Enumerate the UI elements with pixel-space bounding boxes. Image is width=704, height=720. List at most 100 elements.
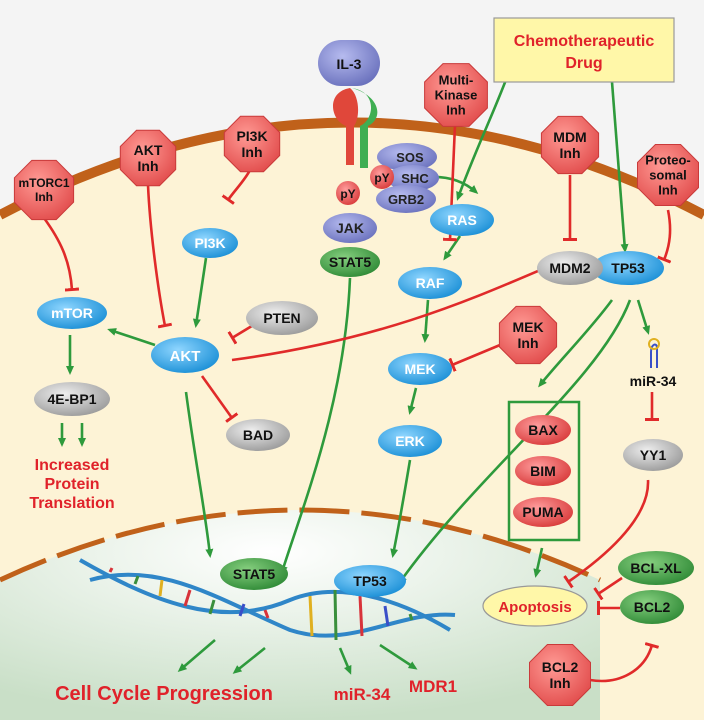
pten-label: PTEN <box>263 310 300 326</box>
mir34-output-label: miR-34 <box>334 685 391 704</box>
multikinase-inhibitor-label-line1: Multi- <box>439 73 474 88</box>
il3-label: IL-3 <box>337 56 362 72</box>
erk-label: ERK <box>395 433 425 449</box>
translation-label-line1: Increased <box>35 457 110 474</box>
grb2-label: GRB2 <box>388 192 424 207</box>
arrow-cellcycle-1 <box>177 639 216 672</box>
arrow-mdr1-out <box>379 643 418 670</box>
translation-label-line2: Protein <box>44 476 99 493</box>
proteosomal-inhibitor-label-line2: somal <box>649 168 687 183</box>
mdm-inhibitor <box>540 115 600 175</box>
multikinase-inhibitor-label-line2: Kinase <box>435 88 478 103</box>
proteosomal-inhibitor-label-line1: Proteo- <box>645 153 691 168</box>
py-node-1 <box>336 181 360 205</box>
stat5-node <box>320 247 380 277</box>
arrow-drug-tp53 <box>610 81 629 253</box>
bclxl-label: BCL-XL <box>630 560 682 576</box>
arrow-erk-tp53-nucleus <box>390 459 412 558</box>
inhibitor-group: mTORC1InhAKTInhPI3KInhMulti-KinaseInhMDM… <box>13 63 699 706</box>
inhibit-proteosomal-tp53 <box>657 209 672 264</box>
arrow-tp53-mir34 <box>636 299 651 335</box>
apoptosis-node <box>482 585 588 627</box>
mtor-node <box>37 297 107 329</box>
bcl2-node <box>620 590 684 624</box>
raf-label: RAF <box>416 275 445 291</box>
mtorc1-inhibitor <box>13 159 75 221</box>
mek-inhibitor-label-line1: MEK <box>512 319 543 335</box>
proteosomal-inhibitor <box>637 144 699 206</box>
receptor-chain-green <box>352 88 378 168</box>
4ebp1-node <box>34 382 110 416</box>
translation-label-line3: Translation <box>29 495 114 512</box>
bad-label: BAD <box>243 427 273 443</box>
receptor-chain-red <box>333 88 359 165</box>
yy1-label: YY1 <box>640 447 667 463</box>
akt-inhibitor-label-line1: AKT <box>134 142 163 158</box>
arrow-mir34-out <box>338 647 352 675</box>
nuclear-membrane <box>0 507 602 583</box>
multikinase-inhibitor-label-line3: Inh <box>446 103 466 118</box>
mtorc1-inhibitor-label-line1: mTORC1 <box>18 176 69 190</box>
stat5-label: STAT5 <box>329 254 371 270</box>
mek-inhibitor <box>498 305 558 365</box>
multikinase-inhibitor <box>424 63 488 127</box>
pten-node <box>246 301 318 335</box>
tp53-label: TP53 <box>611 260 645 276</box>
inhibit-bclxl-apoptosis <box>593 576 623 601</box>
py-label-2: pY <box>374 171 389 185</box>
inhibit-bcl2-inh-bcl2 <box>589 642 660 683</box>
puma-label: PUMA <box>522 504 563 520</box>
bcl2-label: BCL2 <box>634 599 671 615</box>
pi3k-inhibitor-label-line1: PI3K <box>236 128 267 144</box>
dna-helix-icon <box>79 558 456 641</box>
erk-node <box>378 425 442 457</box>
arrow-ras-raf <box>443 235 462 261</box>
tp53-nuclear-label: TP53 <box>353 573 387 589</box>
4ebp1-label: 4E-BP1 <box>47 391 96 407</box>
bax-node <box>515 415 571 445</box>
akt-node <box>151 337 219 373</box>
bad-node <box>226 419 290 451</box>
apoptosis-label: Apoptosis <box>498 599 571 616</box>
jak-label: JAK <box>336 220 364 236</box>
arrow-raf-mek <box>421 299 430 343</box>
sos-label: SOS <box>396 150 424 165</box>
bim-node <box>515 456 571 486</box>
mtorc1-inhibitor-label-line2: Inh <box>35 190 53 204</box>
mdm2-node <box>537 251 603 285</box>
ras-node <box>430 204 494 236</box>
pro-apoptotic-box <box>507 400 581 542</box>
shc-label: SHC <box>401 171 429 186</box>
inhibit-akt-mdm2 <box>231 261 549 362</box>
stat5-nuclear-node <box>220 558 288 590</box>
arrow-akt-mtor <box>107 328 156 347</box>
pi3k-node <box>182 228 238 258</box>
bim-label: BIM <box>530 463 556 479</box>
mirna-hairpin-icon <box>648 338 660 368</box>
drug-box <box>493 17 675 83</box>
bax-label: BAX <box>528 422 558 438</box>
inhibit-mek-inh-mek <box>448 343 501 372</box>
il3-receptor: IL-3 <box>318 40 380 168</box>
ras-label: RAS <box>447 212 477 228</box>
cell-cycle-label: Cell Cycle Progression <box>55 683 273 705</box>
drug-label-line1: Chemotherapeutic <box>514 33 655 50</box>
arrow-stat5-nucleus <box>280 277 352 575</box>
inhibit-pi3k-inh-pi3k <box>221 169 252 205</box>
yy1-node <box>623 439 683 471</box>
pi3k-inhibitor-label-line2: Inh <box>242 144 263 160</box>
arrow-pi3k-akt <box>192 257 208 328</box>
bcl2-inhibitor <box>529 644 591 706</box>
arrow-mek-erk <box>407 387 418 415</box>
akt-inhibitor-label-line2: Inh <box>138 158 159 174</box>
inhibit-yy1-apoptosis <box>563 479 650 589</box>
arrow-akt-nucleus <box>184 391 214 558</box>
tp53-node <box>592 251 664 285</box>
grb2-node <box>376 185 436 213</box>
mdm2-label: MDM2 <box>549 260 590 276</box>
mtor-label: mTOR <box>51 305 93 321</box>
raf-node <box>398 267 462 299</box>
arrow-cellcycle-2 <box>232 646 266 674</box>
tp53-nuclear-node <box>334 565 406 597</box>
